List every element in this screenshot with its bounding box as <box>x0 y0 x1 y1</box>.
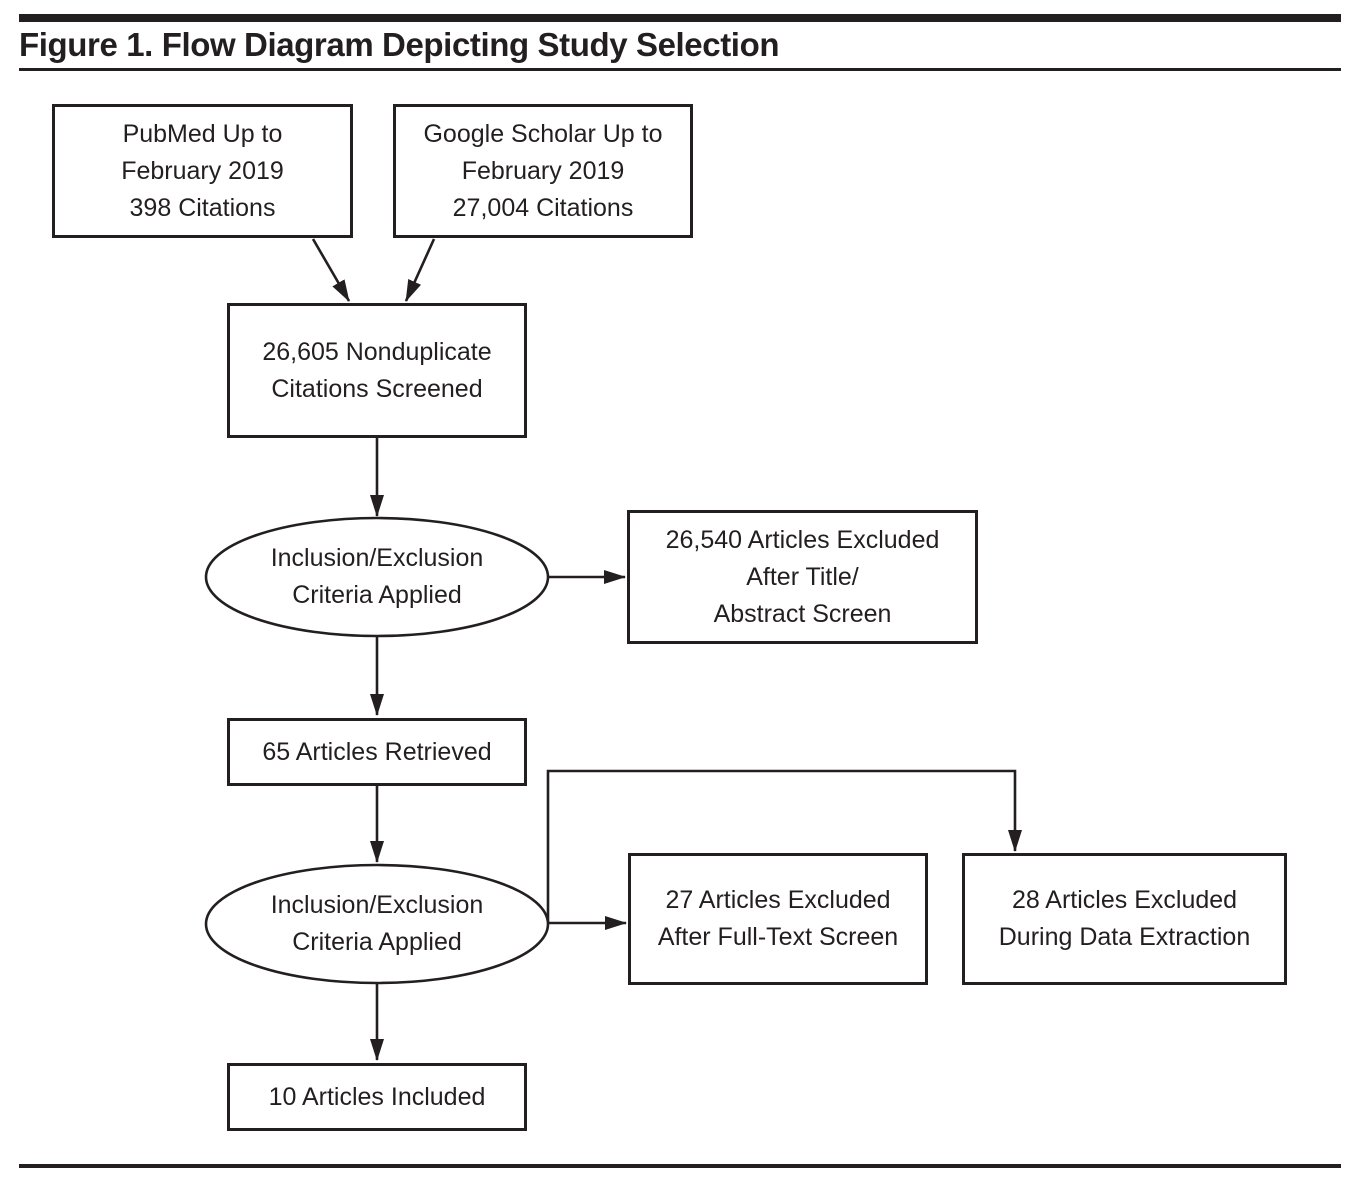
node-text-line: 28 Articles Excluded <box>1011 886 1238 914</box>
arrow-pubmed-to-screened <box>311 238 351 302</box>
node-text-line: Google Scholar Up to <box>423 119 663 148</box>
node-excluded-data-extraction: 28 Articles Excluded During Data Extract… <box>962 853 1287 985</box>
node-text-line: 26,540 Articles Excluded <box>665 525 940 554</box>
arrow-criteria2-to-excl-extract <box>546 769 1022 923</box>
figure-title: Figure 1. Flow Diagram Depicting Study S… <box>19 26 780 63</box>
top-rule-thick <box>19 14 1341 22</box>
node-text-line: 65 Articles Retrieved <box>262 737 492 766</box>
ellipse-criteria-1 <box>204 516 550 638</box>
node-text-line: 398 Citations <box>129 193 276 222</box>
node-articles-retrieved: 65 Articles Retrieved <box>227 718 527 786</box>
node-text-line: February 2019 <box>461 156 625 185</box>
node-text-line: PubMed Up to <box>122 119 283 148</box>
title-underline-rule <box>19 68 1341 71</box>
ellipse-criteria-2 <box>204 863 550 985</box>
node-text-line: Abstract Screen <box>713 599 892 628</box>
arrow-google-to-screened <box>404 238 436 302</box>
node-text-line: 27,004 Citations <box>452 193 634 222</box>
node-excluded-full-text: 27 Articles Excluded After Full-Text Scr… <box>628 853 928 985</box>
node-text-line: 10 Articles Included <box>268 1082 486 1111</box>
node-text-line: February 2019 <box>121 156 284 185</box>
bottom-rule <box>19 1164 1341 1168</box>
node-text-line: After Title/ <box>746 562 859 591</box>
node-nonduplicate-citations-screened: 26,605 Nonduplicate Citations Screened <box>227 303 527 438</box>
node-google-scholar-citations: Google Scholar Up to February 2019 27,00… <box>393 104 693 238</box>
node-text-line: 27 Articles Excluded <box>665 886 891 914</box>
node-articles-included: 10 Articles Included <box>227 1063 527 1131</box>
node-text-line: Citations Screened <box>271 374 483 403</box>
node-excluded-title-abstract: 26,540 Articles Excluded After Title/ Ab… <box>627 510 978 644</box>
node-pubmed-citations: PubMed Up to February 2019 398 Citations <box>52 104 353 238</box>
node-text-line: During Data Extraction <box>998 923 1251 951</box>
node-text-line: After Full-Text Screen <box>657 923 899 951</box>
node-text-line: 26,605 Nonduplicate <box>262 337 492 366</box>
